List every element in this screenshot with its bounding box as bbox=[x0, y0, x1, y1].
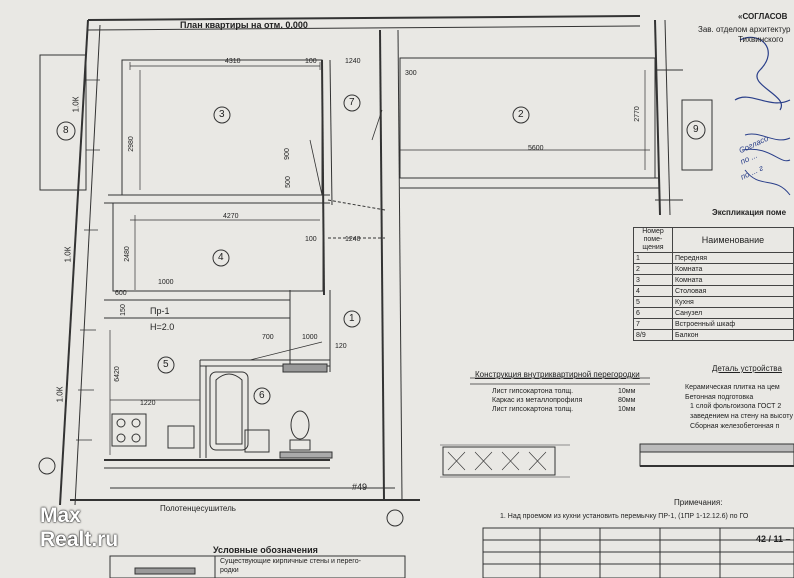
dim-label: 2480 bbox=[123, 246, 131, 262]
row-name: Санузел bbox=[672, 307, 794, 319]
explication-header-row: Номер поме- щения Наименование bbox=[633, 227, 794, 253]
partition-tag-name: Пр-1 bbox=[150, 306, 170, 316]
row-num: 5 bbox=[633, 296, 673, 308]
dim-label: 4310 bbox=[225, 58, 241, 65]
row-name: Столовая bbox=[672, 285, 794, 297]
room-label-3: 3 bbox=[219, 109, 225, 120]
floor-layer: Керамическая плитка на цем bbox=[685, 384, 780, 391]
note-item-1: 1. Над проемом из кухни установить перем… bbox=[500, 513, 749, 520]
partition-layer-name: Лист гипсокартона толщ. bbox=[492, 406, 574, 413]
dim-label: 100 bbox=[305, 236, 317, 243]
legend-item-cont: родки bbox=[220, 567, 239, 574]
room-label-2: 2 bbox=[518, 109, 524, 120]
approval-stamp-line1: «СОГЛАСОВ bbox=[738, 12, 788, 21]
row-num: 2 bbox=[633, 263, 673, 275]
room-label-8: 8 bbox=[63, 125, 69, 136]
axis-label: 1.0К bbox=[63, 246, 73, 263]
row-name: Кухня bbox=[672, 296, 794, 308]
dim-label: 300 bbox=[405, 70, 417, 77]
partition-layer-value: 80мм bbox=[618, 397, 636, 404]
col-num-header: Номер поме- щения bbox=[633, 227, 673, 253]
room-label-4: 4 bbox=[218, 252, 224, 263]
room-label-6: 6 bbox=[259, 390, 265, 401]
room-label-5: 5 bbox=[163, 359, 169, 370]
plan-title: План квартиры на отм. 0.000 bbox=[180, 20, 308, 30]
dim-label: 4270 bbox=[223, 213, 239, 220]
partition-layer-value: 10мм bbox=[618, 388, 636, 395]
room-label-9: 9 bbox=[693, 124, 699, 135]
legend-title: Условные обозначения bbox=[213, 545, 318, 555]
legend-item: Существующие кирпичные стены и перего- bbox=[220, 558, 361, 565]
floor-layer: Сборная железобетонная п bbox=[690, 423, 780, 430]
dim-label: 1220 bbox=[140, 400, 156, 407]
partition-layer-name: Лист гипсокартона толщ. bbox=[492, 388, 574, 395]
partition-layer-name: Каркас из металлопрофиля bbox=[492, 397, 583, 404]
notes-heading: Примечания: bbox=[674, 498, 723, 507]
dim-label: 1240 bbox=[345, 236, 361, 243]
dim-label: 150 bbox=[119, 304, 127, 316]
room-label-1: 1 bbox=[349, 313, 355, 324]
row-name: Передняя bbox=[672, 252, 794, 264]
explication-heading: Экспликация поме bbox=[712, 208, 787, 217]
dim-label: 500 bbox=[284, 176, 292, 188]
dim-label: 6420 bbox=[113, 366, 121, 382]
partition-detail-title: Конструкция внутриквартирной перегородки bbox=[475, 370, 640, 379]
floor-layer: 1 слой фольгоизола ГОСТ 2 bbox=[690, 403, 782, 410]
floor-layer: заведением на стену на высоту bbox=[690, 413, 793, 420]
towel-dryer-label: Полотенцесушитель bbox=[160, 504, 236, 513]
partition-layer-value: 10мм bbox=[618, 406, 636, 413]
row-num: 7 bbox=[633, 318, 673, 330]
dim-label: 5600 bbox=[528, 145, 544, 152]
dim-label: 900 bbox=[283, 148, 291, 160]
row-name: Комната bbox=[672, 274, 794, 286]
approval-stamp-line2: Зав. отделом архитектур bbox=[698, 25, 791, 34]
partition-tag-height: H=2.0 bbox=[150, 322, 175, 332]
row-num: 6 bbox=[633, 307, 673, 319]
row-num: 1 bbox=[633, 252, 673, 264]
approval-stamp-line3: Тихвинского bbox=[738, 35, 784, 44]
room-label-7: 7 bbox=[349, 97, 355, 108]
row-num: 4 bbox=[633, 285, 673, 297]
floor-layer: Бетонная подготовка bbox=[685, 394, 754, 401]
floor-detail-title: Деталь устройства bbox=[712, 364, 782, 373]
col-name-header: Наименование bbox=[672, 227, 794, 253]
dim-label: 600 bbox=[115, 290, 127, 297]
dim-label: 2770 bbox=[633, 106, 641, 122]
dim-label: 100 bbox=[305, 58, 317, 65]
row-name: Балкон bbox=[672, 329, 794, 341]
row-name: Комната bbox=[672, 263, 794, 275]
row-name: Встроенный шкаф bbox=[672, 318, 794, 330]
dim-label: 2980 bbox=[127, 136, 135, 152]
row-num: 8/9 bbox=[633, 329, 673, 341]
dim-label: 1000 bbox=[158, 279, 174, 286]
col-num-line: щения bbox=[642, 244, 664, 251]
row-num: 3 bbox=[633, 274, 673, 286]
watermark-logo-line2: Realt.ru bbox=[40, 528, 119, 551]
dim-label: 120 bbox=[335, 343, 347, 350]
dim-label: 1240 bbox=[345, 58, 361, 65]
watermark-logo-line1: Max bbox=[40, 504, 81, 527]
dim-label: 1000 bbox=[302, 334, 318, 341]
balcony-mark: #49 bbox=[352, 482, 368, 492]
dim-label: 700 bbox=[262, 334, 274, 341]
col-num-line: поме- bbox=[643, 236, 663, 243]
col-num-line: Номер bbox=[642, 228, 664, 235]
axis-label: 1.0К bbox=[55, 386, 65, 403]
axis-label: 1.0К bbox=[71, 96, 81, 113]
sheet-number: 42 / 11 – bbox=[756, 534, 791, 544]
